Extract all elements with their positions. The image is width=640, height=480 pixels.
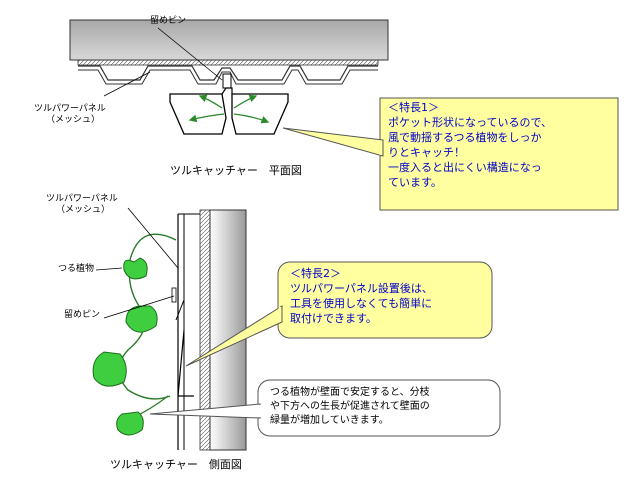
leaf-1 [123, 257, 148, 280]
caption-plan: ツルキャッチャー 平面図 [170, 164, 302, 177]
note-growth: つる植物が壁面で安定すると、分枝 や下方への生長が促進されて壁面の 緑量が増加し… [270, 386, 496, 428]
leader-pin-side [103, 295, 175, 319]
feature-1-line: ています。 [388, 176, 442, 189]
feature-2-line: 工具を使用しなくても簡単に [290, 297, 433, 310]
wall-plan [69, 19, 389, 61]
pocket-left [169, 93, 227, 135]
label-panel-side-2: （メッシュ） [56, 205, 111, 215]
label-vine: つる植物 [58, 264, 95, 274]
caption-side: ツルキャッチャー 側面図 [110, 458, 242, 471]
note-line: 緑量が増加していきます。 [270, 415, 389, 426]
leaf-4 [116, 411, 144, 436]
leader-pin-top [157, 27, 223, 81]
leaf-3 [92, 351, 127, 387]
wall-surface-side [199, 209, 211, 451]
leader-vine [95, 267, 123, 271]
arrow-plan-1 [198, 94, 223, 109]
feature-2-line: ツルパワーパネル設置後は、 [290, 282, 433, 295]
leader-panel-top [103, 71, 151, 97]
callout-1-box [379, 97, 619, 211]
label-panel-top-1: ツルパワーパネル [34, 104, 106, 114]
feature-2-heading: ＜特長2＞ [290, 267, 341, 280]
note-line: つる植物が壁面で安定すると、分枝 [270, 387, 430, 398]
callout-feature-1: ＜特長1＞ ポケット形状になっているので、 風で動揺するつる植物をしっか りとキ… [388, 100, 614, 190]
leaf-2 [125, 305, 158, 333]
feature-1-line: ポケット形状になっているので、 [388, 116, 553, 129]
feature-1-heading: ＜特長1＞ [388, 101, 439, 114]
label-panel-side-1: ツルパワーパネル [46, 194, 118, 204]
pin-side [171, 287, 177, 303]
feature-1-line: 風で動揺するつる植物をしっか [388, 131, 542, 144]
arrow-plan-4 [233, 113, 270, 124]
note-line: や下方への生長が促進されて壁面の [270, 401, 430, 412]
pocket-right [231, 93, 289, 135]
callout-1-tail [282, 127, 384, 157]
label-pin-top: 留めピン [150, 16, 187, 26]
arrow-plan-3 [233, 94, 258, 109]
arrow-plan-2 [188, 113, 225, 123]
callout-2-tail [185, 305, 283, 367]
leader-panel-side [127, 207, 179, 269]
catcher-side [177, 329, 194, 397]
callout-feature-2: ＜特長2＞ ツルパワーパネル設置後は、 工具を使用しなくても簡単に 取付けできま… [290, 266, 490, 326]
callout-2-box [277, 261, 493, 339]
feature-1-line: 一度入ると出にくい構造になっ [388, 161, 542, 174]
label-panel-top-2: （メッシュ） [46, 115, 101, 125]
mesh-panel-plan-inner [78, 69, 378, 85]
pin-plan [222, 73, 232, 89]
label-pin-side: 留めピン [64, 310, 101, 320]
feature-2-line: 取付けできます。 [290, 312, 377, 325]
feature-1-line: りとキャッチ！ [388, 146, 465, 159]
wall-surface-strip [77, 59, 379, 66]
